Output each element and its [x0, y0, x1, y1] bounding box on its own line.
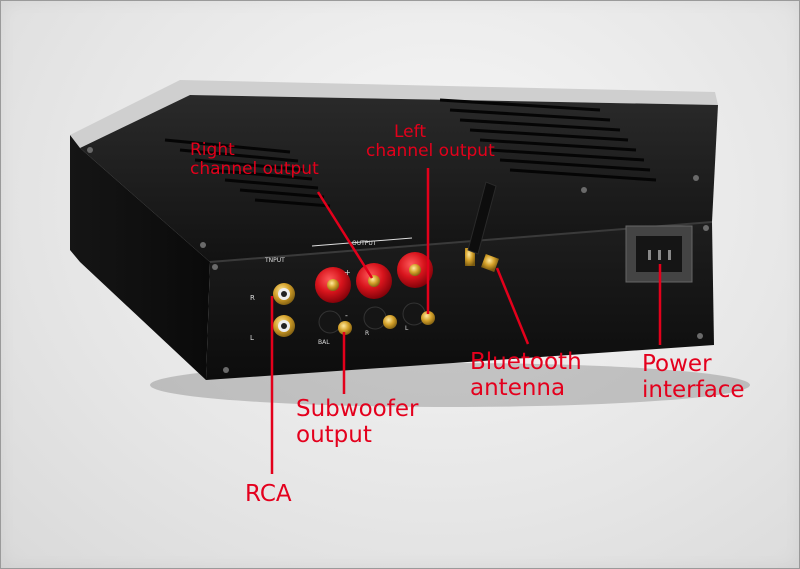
- subwoofer-label: Subwoofer output: [296, 396, 419, 449]
- right-channel-label: Right channel output: [190, 140, 319, 180]
- bluetooth-line1: Bluetooth: [470, 349, 582, 375]
- right-channel-line2: channel output: [190, 159, 319, 180]
- power-line2: interface: [642, 376, 745, 403]
- bal-print: BAL: [318, 339, 330, 346]
- rca-label: RCA: [245, 481, 292, 507]
- left-channel-line2: channel output: [366, 141, 495, 162]
- out-l-print: L: [405, 325, 409, 332]
- minus-print: -: [345, 311, 348, 320]
- bluetooth-line2: antenna: [470, 374, 566, 401]
- chassis-shadow: [150, 363, 750, 407]
- right-channel-line1: Right: [190, 140, 235, 160]
- top-edge-highlight: [70, 80, 718, 148]
- pointer-bluetooth: [495, 267, 530, 345]
- out-r-print: R: [365, 330, 369, 337]
- binding-post-red-2: [356, 263, 392, 299]
- rca-jack-right: [273, 283, 295, 305]
- left-channel-label: Left channel output: [366, 122, 495, 162]
- binding-post-black-1: [318, 310, 352, 335]
- plus-print: +: [344, 268, 351, 277]
- input-print: TNPUT: [264, 257, 285, 264]
- screws: [87, 147, 709, 373]
- binding-post-black-2: [363, 306, 397, 330]
- binding-post-red-3: [397, 252, 433, 288]
- power-label: Power interface: [642, 351, 745, 404]
- left-side-panel: [70, 135, 210, 380]
- pointer-lines: [270, 168, 662, 474]
- pointer-right-channel: [316, 191, 374, 279]
- subwoofer-line1: Subwoofer: [296, 396, 419, 422]
- vent-slots-left: [164, 138, 331, 208]
- input-r-print: R: [250, 294, 255, 302]
- rear-panel: [206, 222, 714, 380]
- bluetooth-antenna: [465, 181, 499, 272]
- rca-jack-left: [273, 315, 295, 337]
- binding-post-red-1: [315, 267, 351, 303]
- input-l-print: L: [250, 334, 254, 342]
- vent-slots-right: [439, 98, 657, 182]
- bluetooth-label: Bluetooth antenna: [470, 349, 582, 402]
- binding-post-black-3: [402, 302, 435, 326]
- left-channel-line1: Left: [394, 122, 426, 142]
- output-line: [311, 237, 413, 247]
- output-print: OUTPUT: [352, 240, 377, 247]
- power-line1: Power: [642, 351, 712, 377]
- subwoofer-line2: output: [296, 421, 372, 448]
